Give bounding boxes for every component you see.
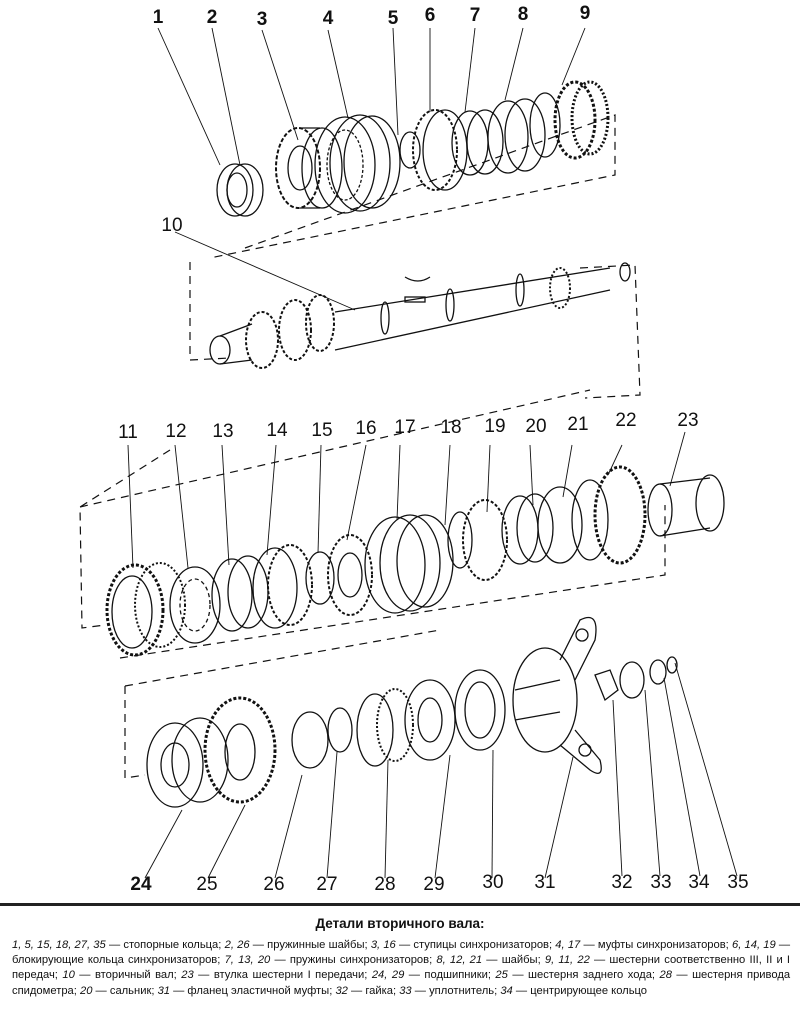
callout-20: 20 bbox=[525, 416, 547, 437]
part-18-19-rings bbox=[447, 499, 508, 581]
callout-25: 25 bbox=[196, 874, 218, 895]
callout-27: 27 bbox=[316, 874, 338, 895]
caption-legend: 1, 5, 15, 18, 27, 35 — стопорные кольца;… bbox=[12, 938, 790, 999]
callout-12: 12 bbox=[165, 421, 187, 442]
part-22-gear bbox=[571, 465, 647, 565]
callout-14: 14 bbox=[266, 420, 288, 441]
callout-16: 16 bbox=[355, 418, 377, 439]
callout-29: 29 bbox=[423, 874, 445, 895]
part-17-sleeve bbox=[364, 514, 454, 614]
legend-entry: 1, 5, 15, 18, 27, 35 — стопорные кольца; bbox=[12, 939, 222, 951]
legend-entry: 9, 11, 22 — шестерни соответственно III,… bbox=[12, 954, 791, 982]
part-24-bearing bbox=[146, 717, 229, 808]
part-30-seal bbox=[454, 669, 506, 751]
legend-entry: 24, 29 — подшипники; bbox=[371, 969, 491, 982]
callout-19: 19 bbox=[484, 416, 506, 437]
callout-23: 23 bbox=[677, 410, 699, 431]
part-15-retaining-ring bbox=[305, 551, 335, 605]
part-32-35-nut-seal bbox=[594, 656, 678, 702]
caption-divider bbox=[0, 903, 800, 906]
part-29-bearing bbox=[404, 679, 456, 761]
leader-lines bbox=[127, 27, 738, 879]
legend-entry: 3, 16 — ступицы синхронизаторов; bbox=[370, 939, 553, 951]
callout-17: 17 bbox=[394, 417, 416, 438]
legend-entry: 34 — центрирующее кольцо bbox=[500, 984, 648, 997]
legend-entry: 31 — фланец эластичной муфты; bbox=[157, 984, 333, 997]
part-31-flange bbox=[512, 616, 602, 774]
part-11-gear bbox=[105, 562, 186, 657]
callout-33: 33 bbox=[650, 872, 672, 893]
callout-15: 15 bbox=[311, 420, 333, 441]
callout-6: 6 bbox=[424, 5, 436, 26]
callout-7: 7 bbox=[469, 5, 481, 26]
assembly-guide-lines bbox=[79, 114, 666, 779]
part-23-bushing bbox=[647, 474, 725, 537]
callout-5: 5 bbox=[387, 8, 399, 29]
legend-entry: 4, 17 — муфты синхронизаторов; bbox=[555, 939, 729, 951]
part-28-speedo-gear bbox=[356, 688, 414, 767]
legend-entry: 10 — вторичный вал; bbox=[62, 969, 177, 982]
part-12-washer bbox=[169, 566, 221, 644]
legend-entry: 33 — уплотнитель; bbox=[399, 984, 498, 997]
legend-entry: 28 — шестерня привода спидометра; bbox=[12, 969, 791, 997]
legend-entry: 7, 13, 20 — пружины синхронизаторов; bbox=[224, 954, 433, 967]
callout-24: 24 bbox=[130, 874, 152, 895]
part-4-synchro-sleeve bbox=[314, 114, 401, 214]
part-1-2-retaining-washer bbox=[216, 163, 264, 217]
part-20-21-spring-washer bbox=[501, 486, 583, 565]
part-10-shaft bbox=[209, 262, 631, 369]
callout-22: 22 bbox=[615, 410, 637, 431]
part-14-blocking-ring bbox=[252, 544, 313, 629]
callout-34: 34 bbox=[688, 872, 710, 893]
callout-2: 2 bbox=[206, 7, 218, 28]
exploded-view-drawing bbox=[79, 27, 738, 879]
part-25-reverse-gear bbox=[203, 696, 277, 804]
callout-26: 26 bbox=[263, 874, 285, 895]
part-13-spring bbox=[211, 555, 269, 632]
legend-entry: 6, 14, 19 — блокирующие кольца синхрониз… bbox=[12, 939, 791, 967]
callout-35: 35 bbox=[727, 872, 749, 893]
legend-entry: 20 — сальник; bbox=[79, 984, 155, 997]
callout-4: 4 bbox=[322, 8, 334, 29]
legend-entry: 32 — гайка; bbox=[335, 984, 397, 997]
part-16-hub bbox=[327, 534, 373, 616]
part-9-gear bbox=[529, 80, 610, 160]
callout-30: 30 bbox=[482, 872, 504, 893]
callout-31: 31 bbox=[534, 872, 556, 893]
part-7-8-spring-washer bbox=[451, 98, 546, 176]
legend-entry: 2, 26 — пружинные шайбы; bbox=[224, 939, 368, 951]
callout-13: 13 bbox=[212, 421, 234, 442]
legend-entry: 8, 12, 21 — шайбы; bbox=[436, 954, 541, 967]
callout-32: 32 bbox=[611, 872, 633, 893]
callout-1: 1 bbox=[152, 7, 164, 28]
caption-title: Детали вторичного вала: bbox=[315, 916, 485, 931]
callout-3: 3 bbox=[256, 9, 268, 30]
callout-10: 10 bbox=[161, 215, 183, 236]
callout-11: 11 bbox=[118, 422, 138, 443]
legend-entry: 25 — шестерня заднего хода; bbox=[495, 969, 656, 982]
callout-18: 18 bbox=[440, 417, 462, 438]
callout-9: 9 bbox=[579, 3, 591, 24]
part-3-synchro-hub bbox=[275, 127, 343, 209]
callout-28: 28 bbox=[374, 874, 396, 895]
part-26-27-washers bbox=[291, 707, 353, 769]
callout-8: 8 bbox=[517, 4, 529, 25]
callout-21: 21 bbox=[567, 414, 589, 435]
legend-entry: 23 — втулка шестерни I передачи; bbox=[181, 969, 368, 982]
